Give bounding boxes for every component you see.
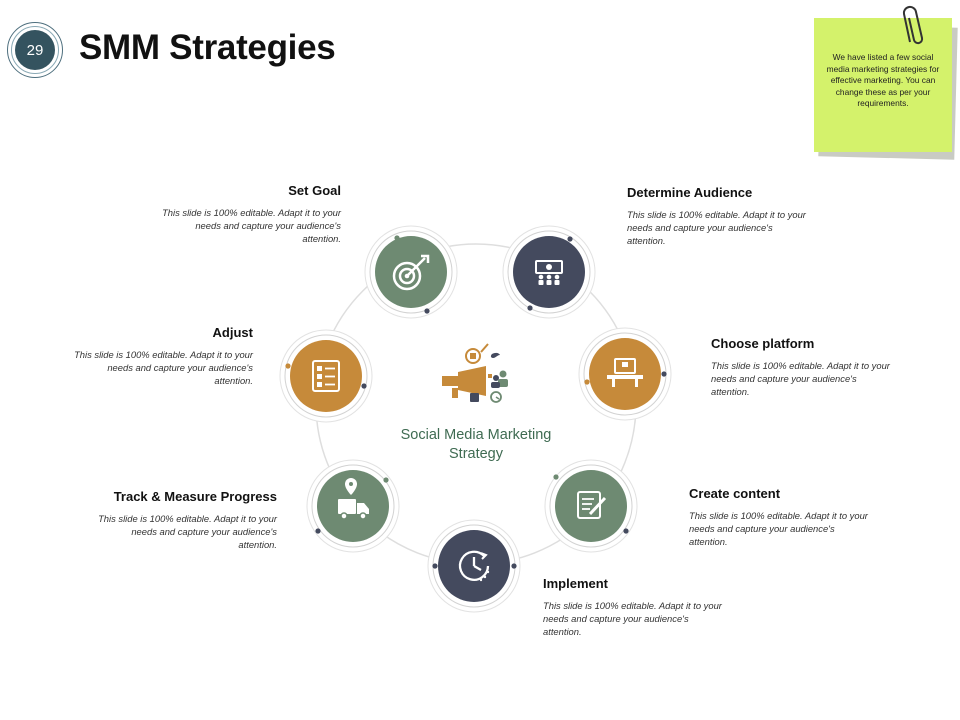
step-title: Track & Measure Progress: [113, 489, 277, 504]
platform-icon: [607, 358, 643, 387]
step-title: Choose platform: [711, 336, 815, 351]
clock-icon: [458, 550, 490, 582]
paperclip-icon: [902, 5, 924, 45]
slide-number-ring: [11, 26, 59, 74]
step-determine-audience-node: [502, 225, 596, 319]
center-label: Social Media Marketing Strategy: [400, 427, 552, 462]
label-choose-platform: Choose platform This slide is 100% edita…: [711, 336, 891, 398]
label-create-content: Create content This slide is 100% editab…: [689, 486, 869, 548]
step-title: Determine Audience: [627, 185, 753, 200]
step-create-content-node: [544, 459, 638, 553]
step-description: This slide is 100% editable. Adapt it to…: [543, 600, 722, 637]
slide-number-badge: 29: [7, 22, 63, 78]
step-set-goal-node: [364, 225, 458, 319]
content-icon: [577, 491, 607, 519]
slide-number: 29: [15, 30, 55, 70]
step-description: This slide is 100% editable. Adapt it to…: [98, 513, 277, 550]
marketing-megaphone-icon: [442, 343, 508, 403]
label-set-goal: Set Goal This slide is 100% editable. Ad…: [161, 183, 341, 245]
label-adjust: Adjust This slide is 100% editable. Adap…: [73, 325, 253, 387]
sticky-note: We have listed a few social media market…: [814, 18, 952, 152]
step-description: This slide is 100% editable. Adapt it to…: [627, 209, 806, 246]
step-choose-platform-node: [578, 327, 672, 421]
step-title: Adjust: [212, 325, 253, 340]
step-adjust-node: [279, 329, 373, 423]
label-implement: Implement This slide is 100% editable. A…: [543, 576, 723, 638]
audience-icon: [535, 260, 563, 285]
page-title: SMM Strategies: [79, 28, 336, 67]
step-description: This slide is 100% editable. Adapt it to…: [689, 510, 868, 547]
step-track-progress-node: [306, 459, 400, 553]
step-title: Set Goal: [288, 183, 341, 198]
step-title: Implement: [543, 576, 609, 591]
label-determine-audience: Determine Audience This slide is 100% ed…: [627, 185, 807, 247]
delivery-truck-icon: [338, 478, 369, 520]
step-implement-node: [427, 519, 521, 613]
step-description: This slide is 100% editable. Adapt it to…: [711, 360, 890, 397]
step-title: Create content: [689, 486, 781, 501]
step-description: This slide is 100% editable. Adapt it to…: [74, 349, 253, 386]
checklist-icon: [312, 360, 340, 392]
label-track-progress: Track & Measure Progress This slide is 1…: [97, 489, 277, 551]
target-icon: [392, 254, 430, 291]
step-description: This slide is 100% editable. Adapt it to…: [162, 207, 341, 244]
